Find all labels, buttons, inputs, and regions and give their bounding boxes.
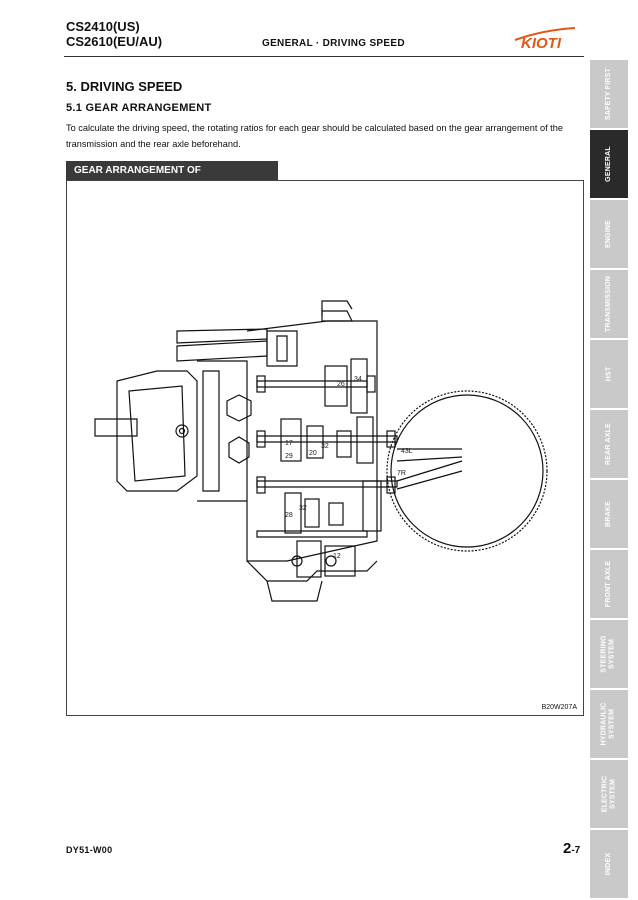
- gear-label-20: 20: [309, 450, 317, 457]
- tab-label: GENERAL: [605, 146, 612, 182]
- body-paragraph: To calculate the driving speed, the rota…: [66, 123, 563, 149]
- tab-label: ELECTRIC SYSTEM: [600, 775, 616, 813]
- tab-engine[interactable]: ENGINE: [590, 200, 628, 270]
- gear-label-29: 29: [285, 453, 293, 460]
- gear-label-26: 26: [337, 381, 345, 388]
- gear-label-28: 28: [285, 512, 293, 519]
- figure-caption: GEAR ARRANGEMENT OF TRANSMISSION: [66, 161, 278, 195]
- header-divider: [64, 56, 584, 57]
- gear-label-32b: 32: [299, 505, 307, 512]
- page-number: 2-7: [563, 840, 580, 858]
- logo-text: KIOTI: [521, 35, 562, 50]
- tab-front-axle[interactable]: FRONT AXLE: [590, 550, 628, 620]
- tab-label: BRAKE: [604, 501, 612, 527]
- gear-label-43l: 43L: [401, 448, 413, 455]
- tab-transmission[interactable]: TRANSMISSION: [590, 270, 628, 340]
- tab-label: TRANSMISSION: [605, 275, 613, 333]
- gear-label-7r: 7R: [397, 470, 406, 477]
- tab-hydraulic-system[interactable]: HYDRAULIC SYSTEM: [590, 690, 628, 760]
- kioti-logo: KIOTI: [514, 27, 576, 50]
- page-minor: -7: [571, 845, 581, 856]
- tab-hst[interactable]: HST: [590, 340, 628, 410]
- tab-label: STEERING SYSTEM: [600, 635, 616, 673]
- tab-general[interactable]: GENERAL: [590, 130, 628, 200]
- tab-rear-axle[interactable]: REAR AXLE: [590, 410, 628, 480]
- tab-label: INDEX: [605, 852, 612, 876]
- gear-label-17: 17: [285, 440, 293, 447]
- tab-label: HST: [604, 366, 612, 382]
- tab-label: FRONT AXLE: [605, 560, 612, 608]
- gear-label-34: 34: [354, 376, 362, 383]
- tab-brake[interactable]: BRAKE: [590, 480, 628, 550]
- subsection-title: 5.1 GEAR ARRANGEMENT: [66, 102, 212, 114]
- tab-label: REAR AXLE: [605, 423, 612, 465]
- transmission-diagram: 26 34 17 29 20 32 43L 7R 32 28 12: [94, 300, 548, 602]
- section-title: 5. DRIVING SPEED: [66, 79, 183, 94]
- model-us: CS2410(US): [66, 19, 140, 34]
- tab-electric-system[interactable]: ELECTRIC SYSTEM: [590, 760, 628, 830]
- tab-label: SAFETY FIRST: [605, 67, 612, 121]
- figure-code: B20W207A: [541, 704, 577, 711]
- gear-arrangement-figure: 26 34 17 29 20 32 43L 7R 32 28 12 B20W20…: [66, 180, 584, 716]
- tab-label: ENGINE: [604, 219, 612, 249]
- tab-label: HYDRAULIC SYSTEM: [601, 702, 616, 746]
- tab-steering-system[interactable]: STEERING SYSTEM: [590, 620, 628, 690]
- page-major: 2: [563, 840, 572, 857]
- gear-label-12: 12: [333, 553, 341, 560]
- gear-label-32a: 32: [321, 443, 329, 450]
- tab-safety-first[interactable]: SAFETY FIRST: [590, 60, 628, 130]
- model-eu-au: CS2610(EU/AU): [66, 34, 163, 49]
- tab-index[interactable]: INDEX: [590, 830, 628, 900]
- header-section-title: GENERAL · DRIVING SPEED: [262, 38, 405, 49]
- footer-doc-code: DY51-W00: [66, 845, 113, 855]
